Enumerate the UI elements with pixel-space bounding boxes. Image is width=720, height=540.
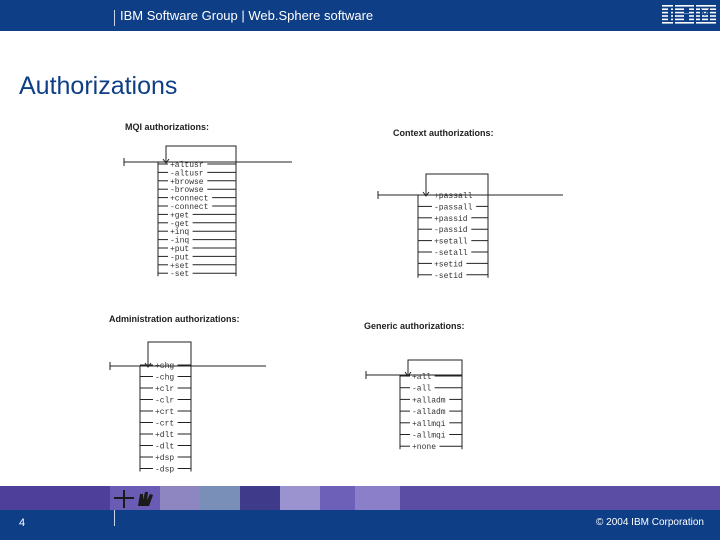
option-label: -clr (155, 397, 174, 406)
option-label: +connect (170, 195, 208, 204)
hand-pointer-icon (114, 490, 153, 508)
admin-section-title: Administration authorizations: (109, 314, 240, 324)
page-number: 4 (19, 517, 26, 529)
option-label: -connect (170, 203, 208, 212)
admin-syntax-diagram: +chg -chg +clr -clr +crt -crt +dlt -dlt +dsp -dsp (109, 341, 266, 475)
copyright: © 2004 IBM Corporation (596, 517, 704, 528)
option-label: +browse (170, 178, 204, 187)
header-bar: IBM Software Group | Web.Sphere software (0, 0, 720, 31)
ibm-logo-icon (662, 3, 716, 25)
option-label: -browse (170, 186, 204, 195)
generic-syntax-diagram: +all -all +alladm -alladm +allmqi -allmqi +non… (365, 359, 463, 452)
footer-image-band (0, 486, 720, 510)
option-label: +dlt (155, 431, 174, 440)
option-label: -get (170, 220, 189, 229)
option-label: +crt (155, 408, 174, 417)
option-label: -altusr (170, 169, 204, 178)
option-label: -allmqi (412, 432, 446, 441)
option-label: +set (170, 262, 189, 271)
option-label: -inq (170, 237, 189, 246)
option-label: -set (170, 270, 189, 279)
option-label: +get (170, 211, 189, 220)
option-label: -setall (434, 249, 468, 258)
option-label: +passall (434, 192, 473, 201)
option-label: +put (170, 245, 189, 254)
option-label: -dsp (155, 466, 174, 475)
option-label: -chg (155, 374, 174, 383)
option-label: +none (412, 443, 436, 452)
option-label: -put (170, 253, 189, 262)
context-section-title: Context authorizations: (393, 128, 494, 138)
option-label: +setall (434, 238, 468, 247)
option-label: -alladm (412, 408, 446, 417)
option-label: +chg (155, 362, 174, 371)
mqi-syntax-diagram: +altusr-altusr+browse-browse+connect-con… (123, 145, 292, 279)
option-label: +alladm (412, 396, 446, 405)
option-label: +clr (155, 385, 174, 394)
header-separator (114, 10, 115, 26)
option-label: -setid (434, 272, 463, 281)
page-title: Authorizations (19, 72, 178, 100)
option-label: +altusr (170, 161, 204, 170)
generic-section-title: Generic authorizations: (364, 321, 465, 331)
option-label: -passall (434, 203, 473, 212)
option-label: -dlt (155, 443, 174, 452)
footer-bar: 4 © 2004 IBM Corporation (0, 510, 720, 540)
context-syntax-diagram: +passall -passall +passid -passid +setall -se… (377, 173, 563, 281)
option-label: -passid (434, 226, 468, 235)
header-title: IBM Software Group | Web.Sphere software (120, 8, 374, 23)
option-label: +inq (170, 228, 189, 237)
footer-separator (114, 510, 115, 526)
option-label: +allmqi (412, 420, 446, 429)
option-label: +passid (434, 215, 468, 224)
option-label: +setid (434, 260, 463, 269)
option-label: +dsp (155, 454, 174, 463)
option-label: -all (412, 385, 431, 394)
mqi-section-title: MQI authorizations: (125, 122, 209, 132)
option-label: -crt (155, 420, 174, 429)
option-label: +all (412, 373, 431, 382)
